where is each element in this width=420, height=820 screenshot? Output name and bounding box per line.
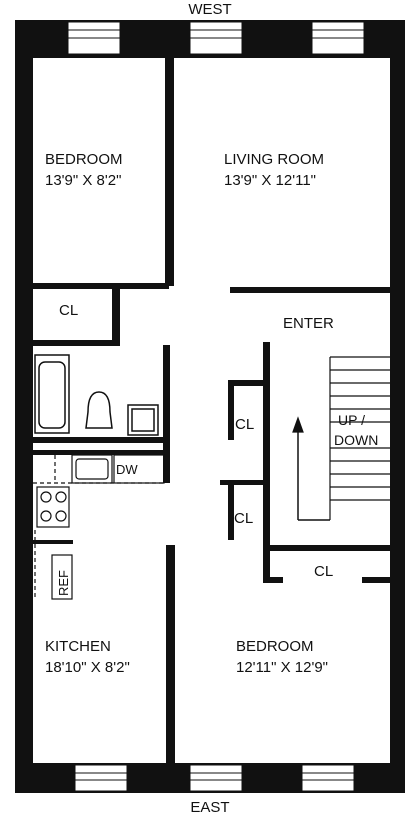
room-dims: 18'10" X 8'2" — [45, 659, 130, 676]
room-dims: 13'9" X 12'11" — [224, 172, 316, 189]
windows-east — [74, 764, 355, 792]
room-name: LIVING ROOM — [224, 151, 325, 168]
bathroom-fixtures — [34, 354, 159, 436]
sink — [127, 404, 159, 436]
closet-label-3: CL — [234, 510, 254, 527]
windows-west — [67, 21, 365, 55]
arrow-up-icon — [292, 416, 304, 433]
stairs-up-label: UP / — [338, 412, 365, 428]
ref-label: REF — [56, 570, 71, 596]
toilet — [85, 391, 113, 429]
stairs — [292, 356, 390, 521]
stove — [36, 486, 70, 528]
closet-label-4: CL — [314, 563, 334, 580]
dw-label: DW — [116, 462, 138, 477]
room-label-living-room: LIVING ROOM 13'9" X 12'11" — [224, 149, 324, 191]
closet-label-1: CL — [59, 302, 79, 319]
enter-label: ENTER — [283, 315, 334, 332]
room-dims: 13'9" X 8'2" — [45, 172, 122, 189]
refrigerator — [51, 554, 73, 600]
compass-east: EAST — [190, 799, 230, 816]
bathtub-basin — [38, 361, 66, 429]
room-name: KITCHEN — [45, 638, 111, 655]
bathtub — [34, 354, 70, 434]
closet-label-2: CL — [235, 416, 255, 433]
sink-basin — [131, 408, 155, 432]
room-name: BEDROOM — [236, 638, 314, 655]
kitchen-fixtures — [33, 454, 165, 600]
compass-west: WEST — [188, 1, 232, 18]
room-label-bedroom-west: BEDROOM 13'9" X 8'2" — [45, 149, 123, 191]
room-label-kitchen: KITCHEN 18'10" X 8'2" — [45, 636, 130, 678]
room-label-bedroom-east: BEDROOM 12'11" X 12'9" — [236, 636, 328, 678]
stairs-down-label: DOWN — [334, 432, 379, 448]
room-dims: 12'11" X 12'9" — [236, 659, 328, 676]
room-name: BEDROOM — [45, 151, 123, 168]
